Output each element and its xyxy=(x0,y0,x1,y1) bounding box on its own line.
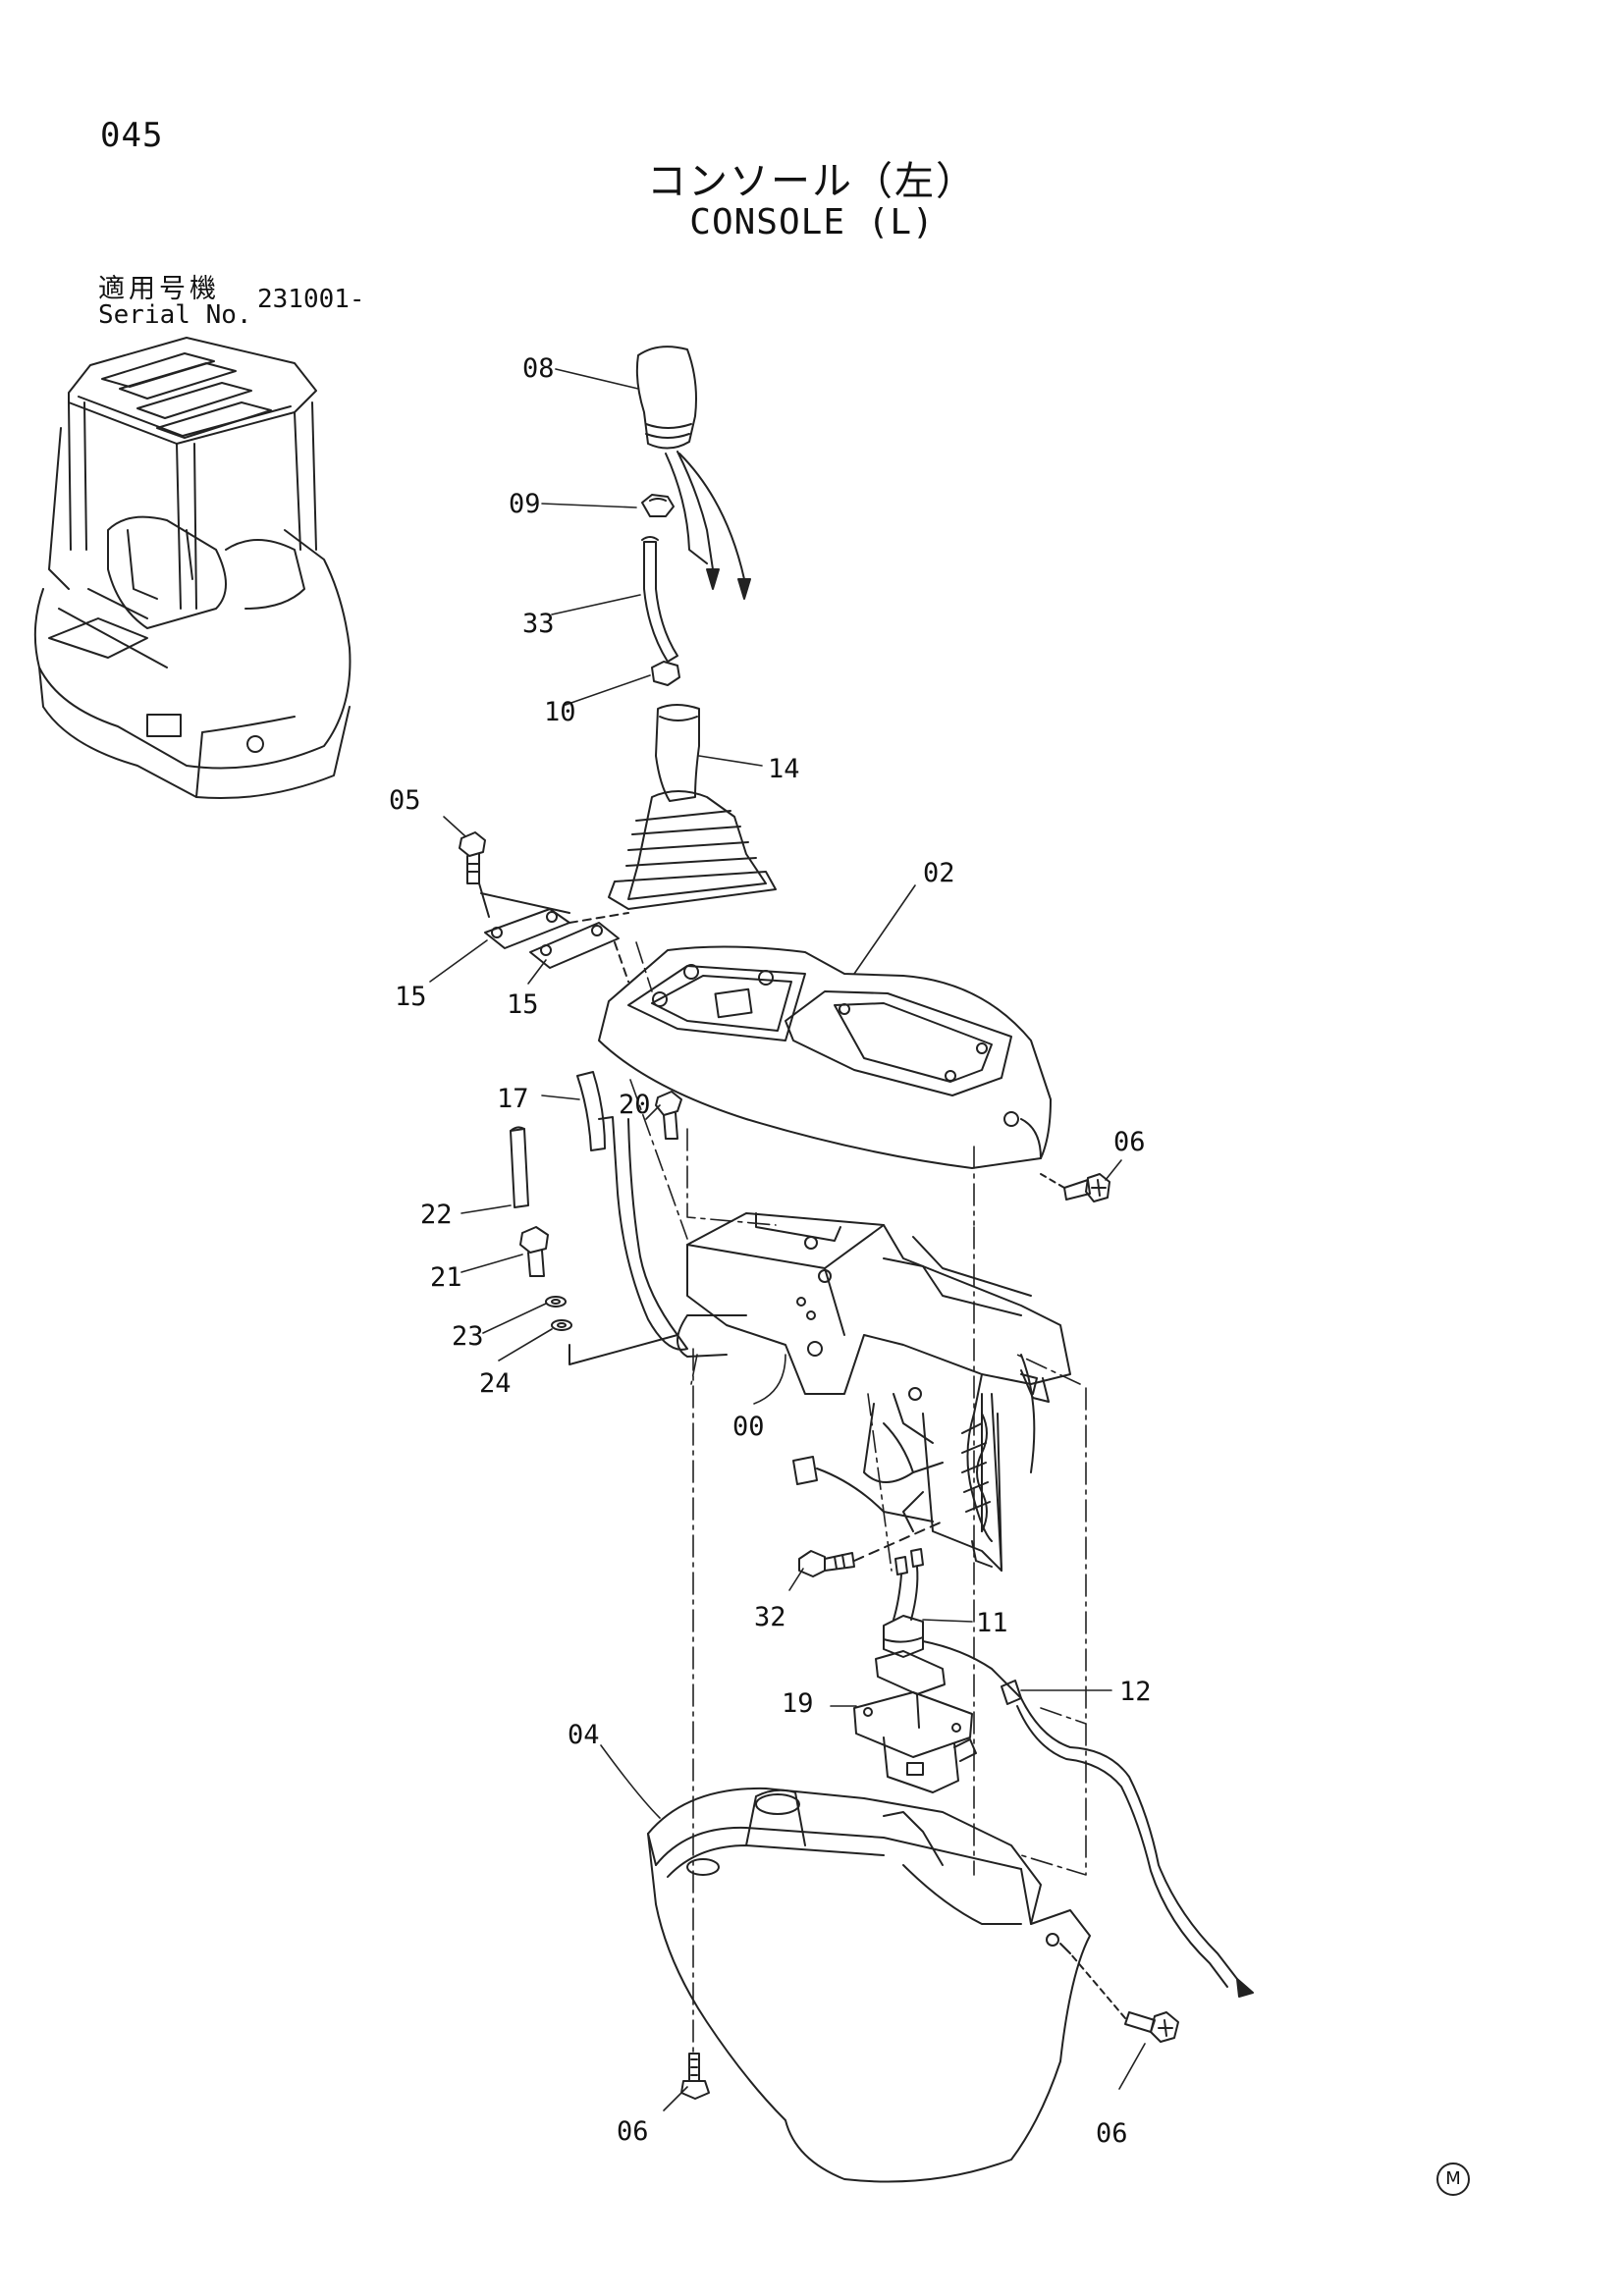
part-plate-15a xyxy=(484,908,570,949)
part-connector xyxy=(792,1456,934,1522)
callout-label: 17 xyxy=(497,1084,529,1114)
part-upper-cover-02 xyxy=(598,945,1052,1169)
part-screw-06-upper xyxy=(1040,1173,1110,1202)
part-nut-09 xyxy=(641,494,675,517)
part-rod-33 xyxy=(641,536,678,663)
part-harness-12 xyxy=(922,1640,1254,1998)
callout-label: 02 xyxy=(923,858,955,888)
callout-label: 15 xyxy=(507,989,539,1020)
callout-label: 15 xyxy=(395,982,427,1012)
part-screw-06-lower-right xyxy=(1069,1952,1179,2043)
part-bolt-21 xyxy=(519,1226,549,1277)
callout-label: 04 xyxy=(568,1720,600,1750)
callout-label: 33 xyxy=(522,609,555,639)
callout-label: 21 xyxy=(430,1262,462,1293)
part-bolt-20 xyxy=(655,1091,682,1140)
callout-label: 24 xyxy=(479,1368,512,1399)
callout-label: 14 xyxy=(768,754,800,784)
leader-lines xyxy=(429,368,1146,2111)
callout-label: 22 xyxy=(420,1200,453,1230)
callout-label: 10 xyxy=(544,697,576,727)
assembly-lines xyxy=(629,941,1087,2055)
callout-label: 00 xyxy=(732,1412,765,1442)
title-english: CONSOLE (L) xyxy=(689,202,935,242)
part-washer-24 xyxy=(551,1319,572,1331)
part-washer-23 xyxy=(545,1296,567,1308)
machine-thumbnail xyxy=(33,337,352,800)
part-console-frame-00 xyxy=(677,1212,1071,1572)
part-plate-15b xyxy=(529,922,620,969)
callout-label: 05 xyxy=(389,785,421,816)
callout-labels: 08 09 33 10 14 05 15 15 02 17 20 06 22 2… xyxy=(389,353,1152,2149)
page-number: 045 xyxy=(100,116,164,155)
part-bolt-32 xyxy=(798,1521,944,1577)
callout-label: 06 xyxy=(1113,1127,1146,1157)
callout-label: 20 xyxy=(619,1090,651,1120)
part-wire-11 xyxy=(893,1548,924,1621)
circled-m-mark: M xyxy=(1436,2163,1470,2196)
part-nut-10 xyxy=(651,661,680,686)
callout-label: 09 xyxy=(509,489,541,519)
title-japanese: コンソール（左） xyxy=(647,159,977,204)
part-switch-19 xyxy=(853,1615,977,1793)
part-knob-08 xyxy=(635,346,751,600)
part-pin-22 xyxy=(510,1126,529,1208)
part-lower-cover-04 xyxy=(647,1787,1091,2183)
callout-label: 19 xyxy=(782,1688,814,1719)
callout-label: 06 xyxy=(1096,2118,1128,2149)
serial-number-value: 231001- xyxy=(257,285,365,314)
part-lever-boot-14 xyxy=(608,704,777,910)
serial-label-english: Serial No. xyxy=(98,300,252,330)
part-bolt-05 xyxy=(459,831,486,884)
callout-label: 06 xyxy=(617,2116,649,2147)
part-hose-17 xyxy=(576,1071,688,1351)
callout-label: 08 xyxy=(522,353,555,384)
callout-label: 11 xyxy=(976,1608,1008,1638)
part-screw-06-bottom xyxy=(680,2053,710,2100)
callout-label: 12 xyxy=(1119,1677,1152,1707)
callout-label: 23 xyxy=(452,1321,484,1352)
serial-label-japanese: 適用号機 xyxy=(98,274,220,304)
callout-label: 32 xyxy=(754,1602,786,1632)
